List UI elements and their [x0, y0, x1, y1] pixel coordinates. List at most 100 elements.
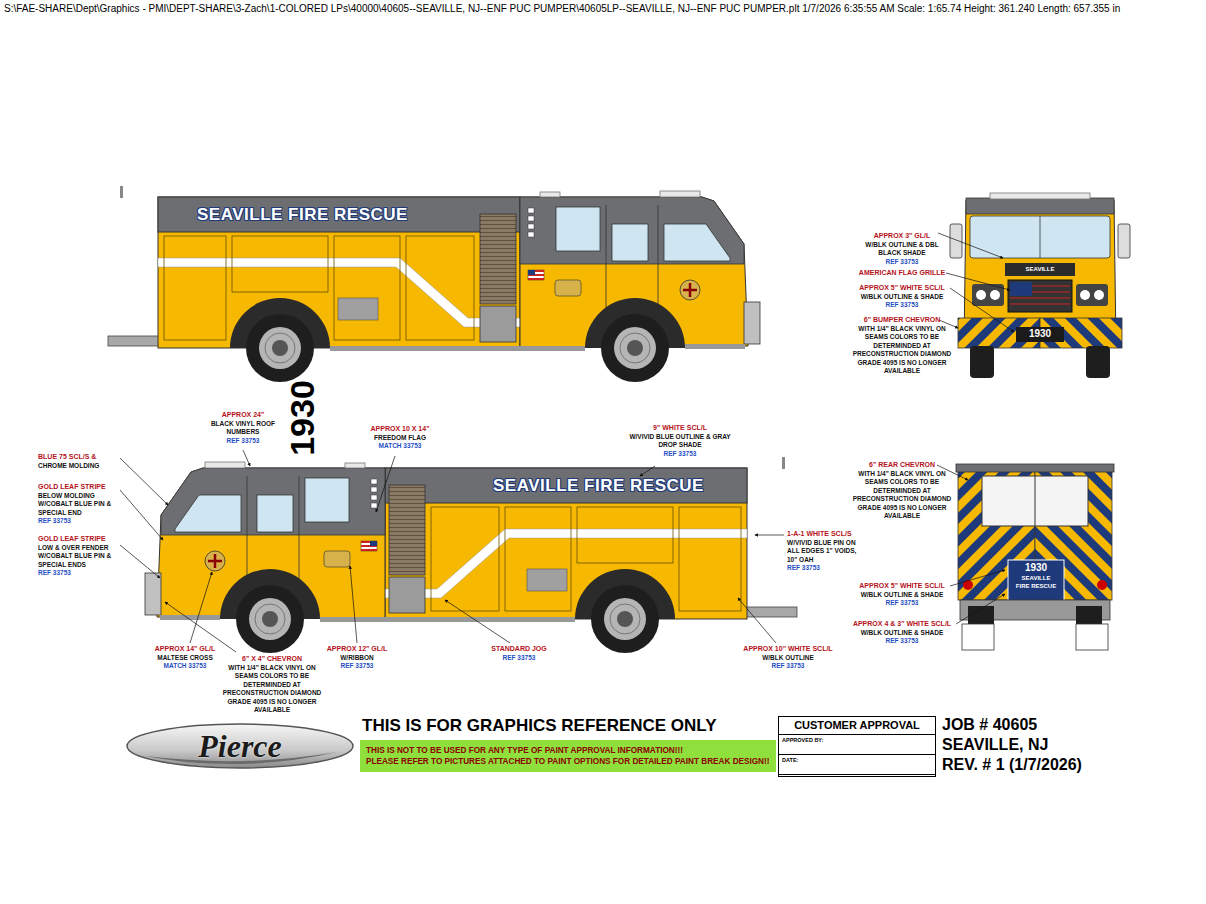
- job-info: SEAVILLE, NJ: [942, 735, 1082, 755]
- callout-heading: 9" WHITE SCL/L: [625, 424, 735, 433]
- callout-ref: REF 33753: [625, 450, 735, 458]
- truck-part: [120, 490, 163, 540]
- label-group: 6" X 4" CHEVRONWITH 1/4" BLACK VINYL ON …: [220, 655, 324, 715]
- truck-part: [1097, 580, 1107, 590]
- callout-ref: MATCH 33753: [360, 442, 440, 450]
- callout-heading: APPROX 3" GL/L: [854, 232, 950, 241]
- callout-ref: REF 33753: [852, 637, 952, 645]
- truck-part: [1118, 224, 1130, 258]
- number-lettering: 1930: [1029, 328, 1051, 340]
- callout-heading: APPROX 24": [208, 411, 278, 420]
- truck-part: [120, 545, 160, 578]
- truck-part: [1076, 284, 1108, 306]
- label-group: SEAVILLE FIRE RESCUE: [493, 476, 704, 496]
- callout-note: CHROME MOLDING: [38, 462, 118, 470]
- truck-rear-view: [956, 464, 1114, 650]
- callout-ref: REF 33753: [481, 654, 557, 662]
- truck-part: [956, 594, 1005, 624]
- callout-ref: REF 33753: [38, 517, 118, 525]
- callout-heading: BLUE 75 SCL/S &: [38, 453, 118, 462]
- truck-part: [976, 290, 986, 300]
- label-group: GOLD LEAF STRIPEBELOW MOLDING W/COBALT B…: [38, 483, 118, 526]
- label-group: BLUE 75 SCL/S &CHROME MOLDING: [38, 453, 118, 470]
- callout-ref: REF 33753: [854, 301, 950, 309]
- truck-part: [1010, 282, 1032, 296]
- callout-note: W/BLK OUTLINE & SHADE: [852, 629, 952, 637]
- callout-note: LOW & OVER FENDER W/COBALT BLUE PIN & SP…: [38, 544, 118, 569]
- callout-note: W/BLK OUTLINE & SHADE: [854, 293, 950, 301]
- label-group: APPROX 14" GL/LMALTESE CROSSMATCH 33753: [147, 645, 223, 671]
- callout-heading: 1-A-1 WHITE SCL/S: [787, 530, 867, 539]
- truck-part: [946, 273, 1010, 290]
- truck-part: [738, 598, 776, 643]
- callout-ref: REF 33753: [738, 662, 838, 670]
- label-group: APPROX 4 & 3" WHITE SCL/LW/BLK OUTLINE &…: [852, 620, 952, 646]
- logo-ellipse: [127, 724, 353, 768]
- callout-heading: APPROX 4 & 3" WHITE SCL/L: [852, 620, 952, 629]
- label-group: S:\FAE-SHARE\Dept\Graphics - PMI\DEPT-SH…: [4, 3, 1120, 15]
- label-group: THIS IS FOR GRAPHICS REFERENCE ONLY: [362, 715, 717, 736]
- callout-heading: APPROX 14" GL/L: [147, 645, 223, 654]
- callout-ref: MATCH 33753: [147, 662, 223, 670]
- body-lettering: SEAVILLE FIRE RESCUE: [493, 476, 704, 496]
- truck-part: [962, 624, 994, 650]
- truck-part: [1094, 290, 1104, 300]
- truck-part: [982, 476, 1088, 526]
- label-group: 1930: [285, 380, 319, 456]
- truck-side-view: [108, 186, 760, 382]
- truck-part: [1008, 560, 1064, 602]
- callout-note: W/VIVID BLUE PIN ON ALL EDGES 1" VOIDS, …: [787, 539, 867, 564]
- callout-note: FREEDOM FLAG: [360, 434, 440, 442]
- logo-oval: Pierce: [125, 722, 355, 770]
- callout-heading: 6" REAR CHEVRON: [850, 461, 954, 470]
- truck-part: [1016, 327, 1064, 342]
- label-group: 1930: [1029, 328, 1051, 340]
- job-info: JOB # 40605: [942, 715, 1082, 735]
- label-group: 1930SEAVILLEFIRE RESCUE: [1009, 562, 1063, 590]
- callout-heading: AMERICAN FLAG GRILLE: [854, 269, 950, 278]
- box-text: PLEASE REFER TO PICTURES ATTACHED TO PAI…: [366, 756, 770, 767]
- label-group: 9" WHITE SCL/LW/VIVID BLUE OUTLINE & GRA…: [625, 424, 735, 458]
- callout-heading: APPROX 10" WHITE SCL/L: [738, 645, 838, 654]
- truck-part: [165, 602, 236, 652]
- box-heading: Pierce: [198, 730, 282, 762]
- truck-part: [1008, 280, 1072, 312]
- label-group: APPROX 12" GL/LW/RIBBONREF 33753: [319, 645, 395, 671]
- truck-part: [376, 456, 395, 512]
- truck-part: [1005, 263, 1075, 276]
- callout-heading: APPROX 10 X 14": [360, 425, 440, 434]
- truck-part: [956, 464, 1114, 472]
- label-group: APPROX 24"BLACK VINYL ROOF NUMBERSREF 33…: [208, 411, 278, 445]
- approval-box: CUSTOMER APPROVALAPPROVED BY:DATE:: [778, 716, 936, 777]
- label-group: 6" REAR CHEVRONWITH 1/4" BLACK VINYL ON …: [850, 461, 954, 521]
- callout-heading: GOLD LEAF STRIPE: [38, 483, 118, 492]
- callout-heading: APPROX 12" GL/L: [319, 645, 395, 654]
- callout-note: W/BLK OUTLINE & SHADE: [854, 591, 950, 599]
- truck-part: [970, 216, 1110, 258]
- truck-part: [1035, 476, 1036, 526]
- truck-part: [966, 198, 1114, 214]
- box-heading: THIS IS NOT TO BE USED FOR ANY TYPE OF P…: [366, 745, 770, 756]
- truck-part: [640, 466, 655, 476]
- truck-part: [950, 570, 1005, 586]
- label-group: JOB # 40605SEAVILLE, NJREV. # 1 (1/7/202…: [942, 715, 1082, 775]
- box-heading: CUSTOMER APPROVAL: [779, 717, 935, 735]
- callout-note: W/RIBBON: [319, 654, 395, 662]
- callout-heading: 6" BUMPER CHEVRON: [850, 316, 954, 325]
- callout-note: WITH 1/4" BLACK VINYL ON SEAMS COLORS TO…: [850, 470, 954, 521]
- callout-note: MALTESE CROSS: [147, 654, 223, 662]
- number-lettering: 1930: [1009, 562, 1063, 574]
- reference-heading: THIS IS FOR GRAPHICS REFERENCE ONLY: [362, 715, 717, 736]
- label-group: APPROX 5" WHITE SCL/LW/BLK OUTLINE & SHA…: [854, 582, 950, 608]
- callout-note: WITH 1/4" BLACK VINYL ON SEAMS COLORS TO…: [220, 664, 324, 715]
- label-group: SEAVILLE: [1026, 265, 1055, 273]
- truck-part: [243, 450, 250, 466]
- label-group: 1-A-1 WHITE SCL/SW/VIVID BLUE PIN ON ALL…: [787, 530, 867, 573]
- label-group: SEAVILLE FIRE RESCUE: [197, 205, 408, 225]
- box-text: APPROVED BY:: [779, 735, 935, 755]
- callout-ref: REF 33753: [319, 662, 395, 670]
- callout-ref: REF 33753: [854, 258, 950, 266]
- truck-part: [970, 346, 994, 378]
- callout-heading: APPROX 5" WHITE SCL/L: [854, 582, 950, 591]
- job-info: REV. # 1 (1/7/2026): [942, 755, 1082, 775]
